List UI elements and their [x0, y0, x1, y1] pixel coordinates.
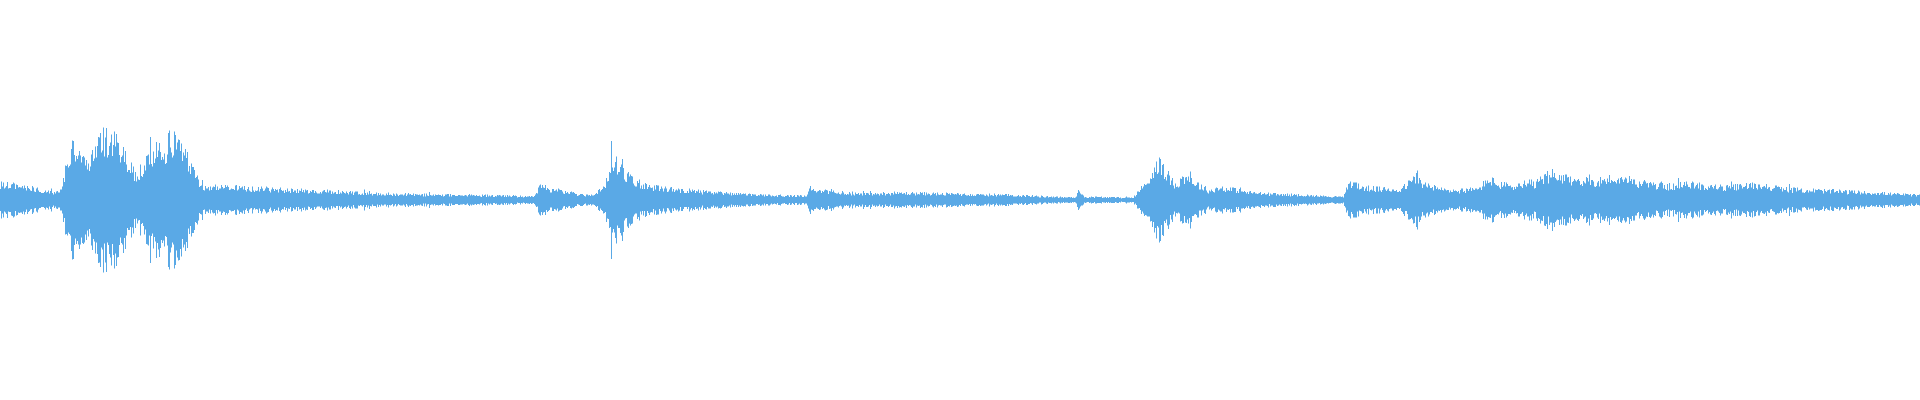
audio-waveform[interactable] — [0, 0, 1920, 400]
audio-waveform-panel[interactable] — [0, 0, 1920, 400]
